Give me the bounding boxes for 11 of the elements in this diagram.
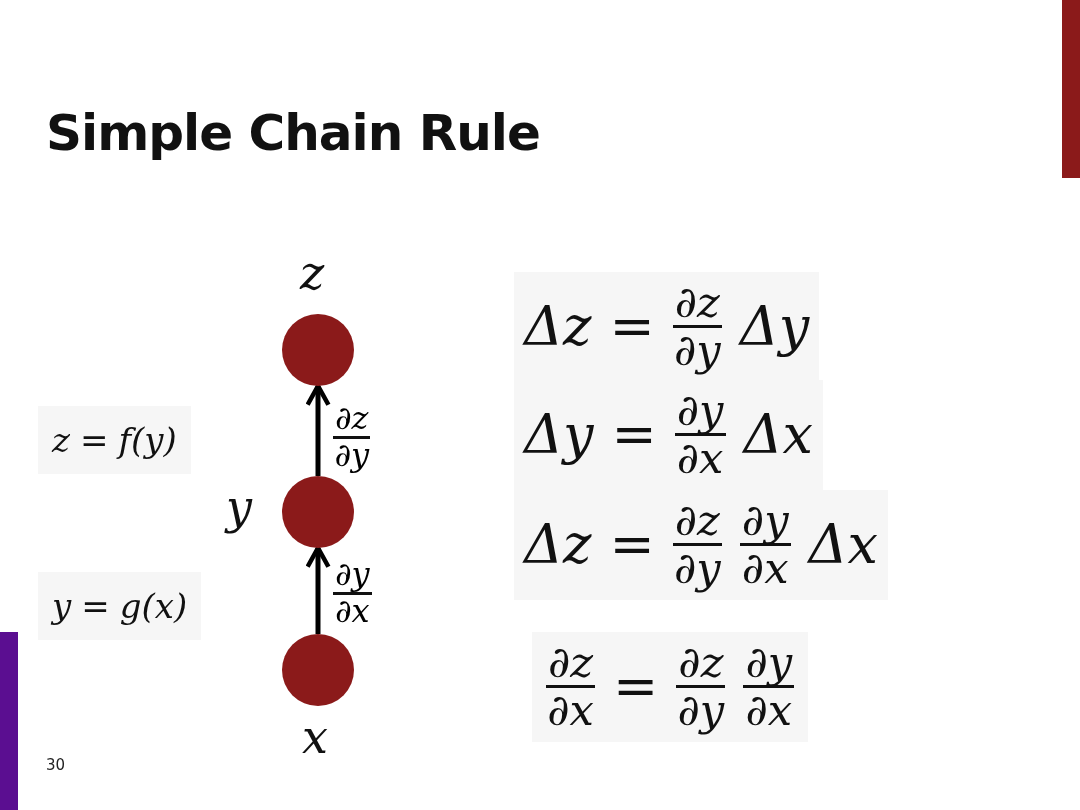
arrow	[305, 383, 331, 476]
equation: z = f(y)	[38, 406, 191, 474]
arrow	[305, 545, 331, 634]
slide-title: Simple Chain Rule	[46, 104, 540, 162]
variable-label: x	[302, 710, 328, 764]
variable-label: y	[226, 480, 252, 534]
page-number: 30	[46, 756, 66, 774]
variable-label: z	[300, 246, 325, 300]
edge-label: ∂y ∂x	[333, 554, 372, 629]
edge-label: ∂z ∂y	[333, 398, 371, 473]
equation: y = g(x)	[38, 572, 202, 640]
